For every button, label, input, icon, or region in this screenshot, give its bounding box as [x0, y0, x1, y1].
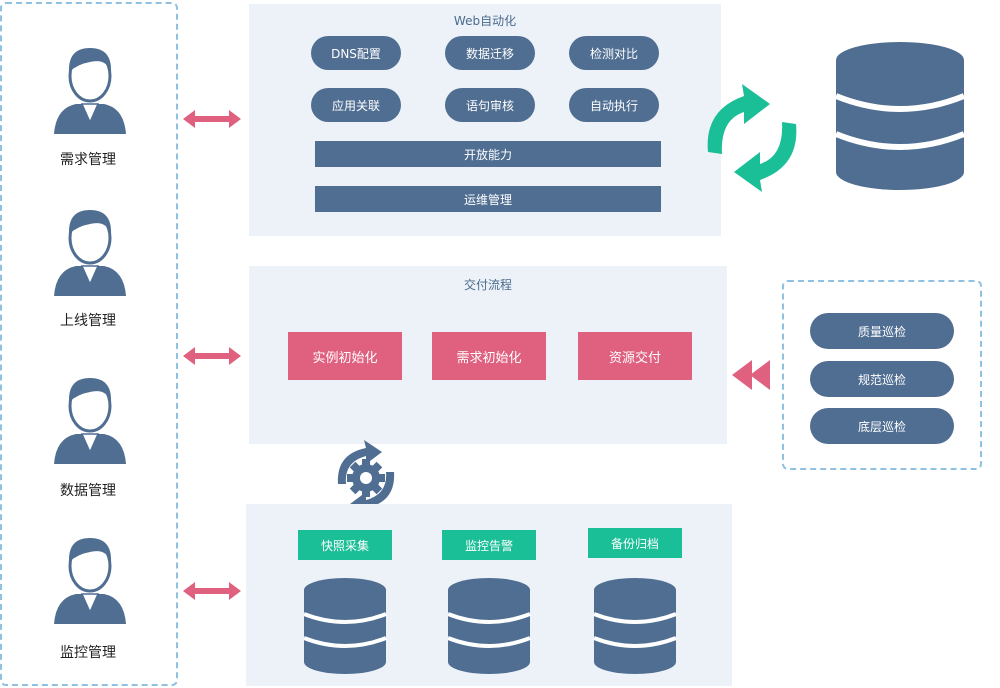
database-icon: [834, 42, 966, 190]
inspection-pill: 规范巡检: [810, 361, 954, 397]
role-label: 需求管理: [60, 152, 116, 168]
double-arrow-icon: [183, 582, 241, 600]
feature-pill: 检测对比: [569, 36, 659, 70]
inspection-pill: 质量巡检: [810, 313, 954, 349]
role-data: 数据管理: [0, 372, 176, 512]
user-icon: [54, 48, 126, 134]
database-icon: [593, 578, 677, 674]
user-icon: [54, 210, 126, 296]
feature-pill: DNS配置: [311, 36, 401, 70]
database-icon: [303, 578, 387, 674]
double-arrow-icon: [183, 110, 241, 128]
feature-pill: 自动执行: [569, 88, 659, 122]
data-label: 监控告警: [442, 530, 536, 560]
delivery-step: 资源交付: [578, 332, 692, 380]
role-monitor: 监控管理: [0, 532, 176, 672]
panel-title: 交付流程: [463, 278, 512, 292]
user-icon: [54, 538, 126, 624]
delivery-step: 实例初始化: [288, 332, 402, 380]
double-chevron-left-icon: [732, 360, 770, 390]
inspection-pill: 底层巡检: [810, 408, 954, 444]
web-automation-panel: Web自动化 DNS配置 数据迁移 检测对比 应用关联 语句审核 自动执行 开放…: [249, 4, 721, 236]
feature-pill: 语句审核: [445, 88, 535, 122]
data-label: 快照采集: [298, 530, 392, 560]
panel-title: Web自动化: [453, 14, 517, 28]
role-demand: 需求管理: [0, 42, 176, 182]
delivery-panel: 交付流程 实例初始化 需求初始化 资源交付: [249, 266, 727, 444]
data-label: 备份归档: [588, 528, 682, 558]
roles-panel: [0, 2, 178, 686]
role-label: 上线管理: [60, 313, 116, 329]
capability-bar: 开放能力: [315, 141, 661, 167]
role-label: 数据管理: [60, 483, 116, 499]
double-arrow-icon: [183, 347, 241, 365]
user-icon: [54, 378, 126, 464]
ops-bar: 运维管理: [315, 186, 661, 212]
delivery-step: 需求初始化: [432, 332, 546, 380]
data-layer-panel: 快照采集 监控告警 备份归档: [246, 504, 732, 686]
feature-pill: 数据迁移: [445, 36, 535, 70]
role-label: 监控管理: [60, 645, 116, 661]
database-icon: [447, 578, 531, 674]
sync-arrows-icon: [707, 84, 797, 192]
role-release: 上线管理: [0, 204, 176, 344]
inspection-panel: 质量巡检 规范巡检 底层巡检: [782, 280, 982, 470]
feature-pill: 应用关联: [311, 88, 401, 122]
